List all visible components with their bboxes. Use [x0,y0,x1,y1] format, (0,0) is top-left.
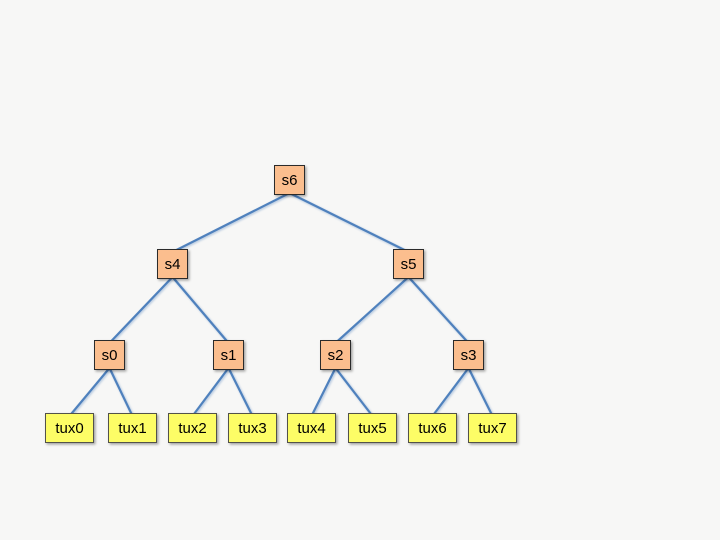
node-label: s0 [101,346,118,364]
node-label: s4 [164,255,181,273]
edge-s0-tux0 [68,366,111,418]
edge-s0-tux1 [108,366,134,418]
edge-s2-tux5 [334,366,374,418]
node-tux6: tux6 [408,413,457,443]
node-tux0: tux0 [45,413,94,443]
node-label: tux5 [358,419,387,437]
node-label: tux7 [478,419,507,437]
node-s5: s5 [393,249,424,279]
edge-s3-tux6 [431,366,470,418]
node-label: tux3 [238,419,267,437]
node-label: s6 [281,171,298,189]
node-label: s5 [400,255,417,273]
node-tux2: tux2 [168,413,217,443]
node-s3: s3 [453,340,484,370]
edge-s2-tux4 [310,366,337,418]
edge-s3-tux7 [467,366,494,418]
node-label: s3 [460,346,477,364]
node-s4: s4 [157,249,188,279]
node-s0: s0 [94,340,125,370]
node-tux5: tux5 [348,413,397,443]
edge-s6-s4 [171,191,291,254]
node-label: tux0 [55,419,84,437]
edge-s4-s1 [171,275,230,345]
node-tux4: tux4 [287,413,336,443]
edge-s1-tux2 [191,366,230,418]
node-label: tux4 [297,419,326,437]
edge-s5-s2 [334,275,410,345]
edge-s4-s0 [108,275,174,345]
node-s6: s6 [274,165,305,195]
node-label: s1 [220,346,237,364]
edge-s1-tux3 [227,366,254,418]
node-label: tux6 [418,419,447,437]
node-s2: s2 [320,340,351,370]
node-label: tux2 [178,419,207,437]
edge-s5-s3 [407,275,470,345]
node-tux3: tux3 [228,413,277,443]
node-tux1: tux1 [108,413,157,443]
node-label: s2 [327,346,344,364]
node-label: tux1 [118,419,147,437]
node-tux7: tux7 [468,413,517,443]
edge-s6-s5 [288,191,410,254]
node-s1: s1 [213,340,244,370]
